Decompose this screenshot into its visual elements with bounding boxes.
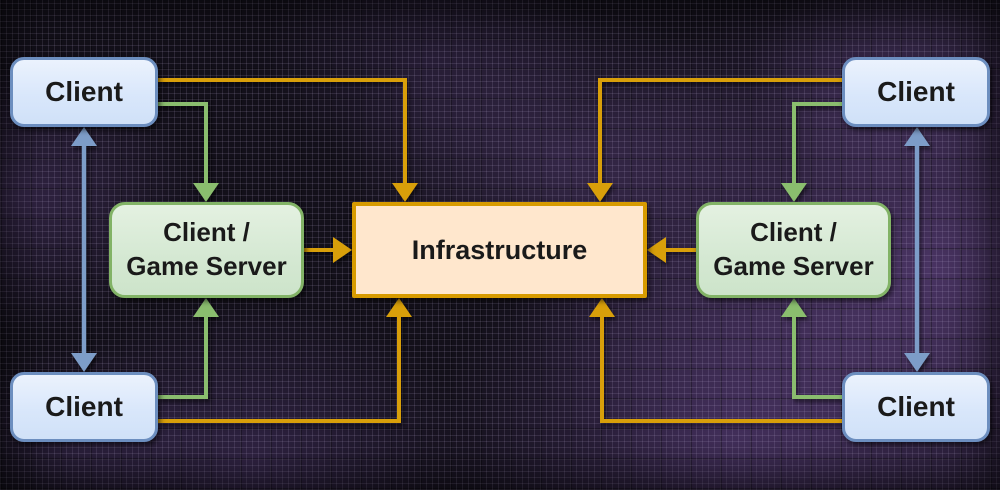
edge-client-top-right-to-infrastructure-arrowhead bbox=[587, 183, 613, 202]
node-client-top-right-label: Client bbox=[877, 76, 955, 107]
node-game-server-left: Client / Game Server bbox=[109, 202, 304, 298]
node-infrastructure: Infrastructure bbox=[352, 202, 647, 298]
node-client-bottom-left-label: Client bbox=[45, 391, 123, 422]
edge-client-bottom-left-to-infrastructure-arrowhead bbox=[386, 298, 412, 317]
edge-client-bottom-right-to-game-server-right-arrowhead bbox=[781, 298, 807, 317]
edge-client-bottom-right-to-infrastructure bbox=[600, 317, 842, 423]
edge-client-bottom-left-to-infrastructure bbox=[158, 317, 401, 423]
edge-clients-right-bidirectional-arrowhead bbox=[904, 127, 930, 146]
edge-client-bottom-left-to-game-server-left bbox=[158, 317, 208, 399]
edge-client-top-right-to-game-server-right-arrowhead bbox=[781, 183, 807, 202]
edge-client-top-right-to-game-server-right bbox=[792, 102, 842, 183]
edge-clients-left-bidirectional-arrowhead bbox=[71, 353, 97, 372]
node-client-bottom-right-label: Client bbox=[877, 391, 955, 422]
node-client-top-right: Client bbox=[842, 57, 990, 127]
node-client-top-left: Client bbox=[10, 57, 158, 127]
edge-client-bottom-left-to-game-server-left-arrowhead bbox=[193, 298, 219, 317]
edge-client-top-left-to-game-server-left-arrowhead bbox=[193, 183, 219, 202]
node-client-bottom-right: Client bbox=[842, 372, 990, 442]
node-game-server-left-label: Client / Game Server bbox=[126, 217, 287, 281]
edge-game-server-left-to-infrastructure-arrowhead bbox=[333, 237, 352, 263]
edge-client-bottom-right-to-game-server-right bbox=[792, 317, 842, 399]
edge-client-top-right-to-infrastructure bbox=[598, 78, 842, 183]
edge-client-top-left-to-infrastructure-arrowhead bbox=[392, 183, 418, 202]
edge-clients-left-bidirectional-arrowhead bbox=[71, 127, 97, 146]
edge-client-top-left-to-infrastructure bbox=[158, 78, 407, 183]
edge-clients-right-bidirectional-arrowhead bbox=[904, 353, 930, 372]
node-client-top-left-label: Client bbox=[45, 76, 123, 107]
edge-client-bottom-right-to-infrastructure-arrowhead bbox=[589, 298, 615, 317]
node-infrastructure-label: Infrastructure bbox=[411, 234, 588, 265]
node-game-server-right: Client / Game Server bbox=[696, 202, 891, 298]
node-game-server-right-label: Client / Game Server bbox=[713, 217, 874, 281]
edge-game-server-right-to-infrastructure-arrowhead bbox=[647, 237, 666, 263]
edge-client-top-left-to-game-server-left bbox=[158, 102, 208, 183]
node-client-bottom-left: Client bbox=[10, 372, 158, 442]
